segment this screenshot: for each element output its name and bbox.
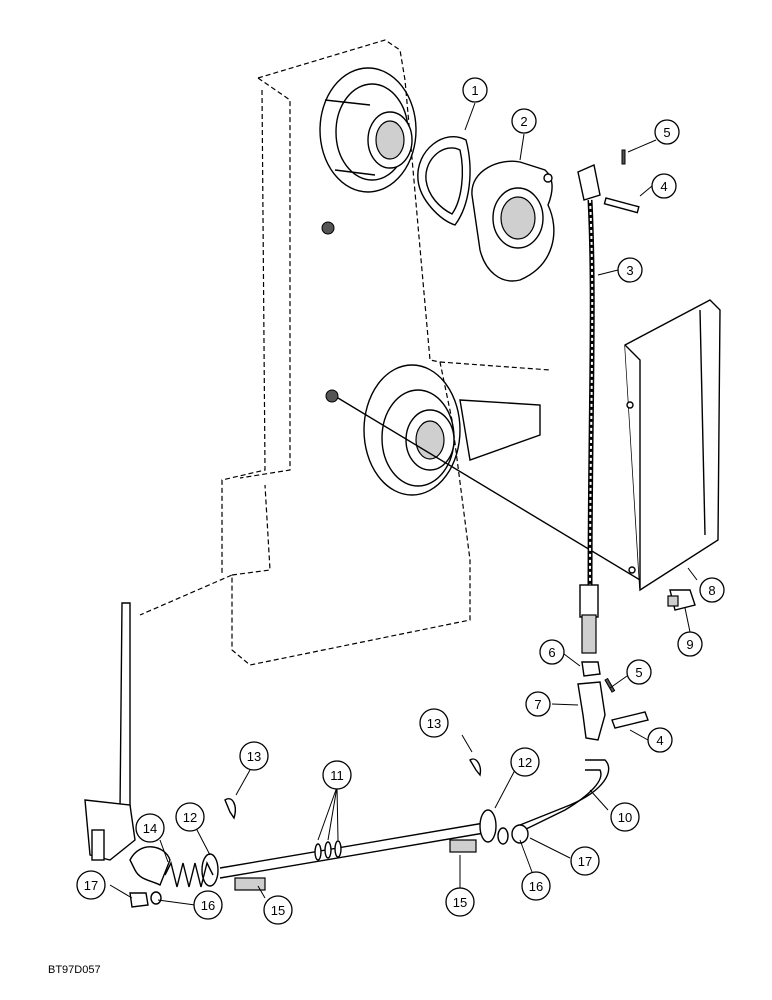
callout-6: 6: [539, 639, 565, 665]
callout-10-label: 10: [618, 810, 632, 825]
callout-17-left: 17: [76, 870, 106, 900]
part-9-bolt: [667, 589, 696, 611]
leader-lines: [109, 102, 698, 906]
left-bolt-washer-nut: [129, 877, 266, 908]
callout-8-label: 8: [708, 583, 715, 598]
callout-5-lower: 5: [626, 659, 652, 685]
lower-pivot-boss: [325, 364, 641, 581]
part-13-clips: [224, 758, 482, 820]
callout-3-label: 3: [626, 263, 633, 278]
part-10-rod: [219, 759, 610, 879]
callout-15-left-label: 15: [271, 903, 285, 918]
callout-16-left: 16: [193, 890, 223, 920]
part-6-nut: [581, 661, 601, 677]
callout-11-label: 11: [330, 768, 344, 783]
callout-4-upper: 4: [651, 173, 677, 199]
part-14-spring: [129, 846, 214, 888]
loader-frame-outline: [139, 39, 551, 666]
callout-5-upper: 5: [654, 119, 680, 145]
callout-15-right-label: 15: [453, 895, 467, 910]
callout-15-left: 15: [263, 895, 293, 925]
callout-14: 14: [135, 813, 165, 843]
callout-17-left-label: 17: [84, 878, 98, 893]
callout-12-right: 12: [510, 747, 540, 777]
callout-5-upper-label: 5: [663, 125, 670, 140]
part-7-clevis: [577, 677, 649, 741]
callout-2: 2: [511, 108, 537, 134]
callout-13-right: 13: [419, 708, 449, 738]
callout-16-right: 16: [521, 871, 551, 901]
callout-12-right-label: 12: [518, 755, 532, 770]
callout-9: 9: [677, 631, 703, 657]
callout-5-lower-label: 5: [635, 665, 642, 680]
callout-15-right: 15: [445, 887, 475, 917]
upper-pin-and-cotter: [603, 149, 640, 214]
right-bolt-washer-nut: [449, 824, 529, 853]
callout-8: 8: [699, 577, 725, 603]
callout-13-left: 13: [239, 741, 269, 771]
callout-1: 1: [462, 77, 488, 103]
part-3-cable: [577, 164, 601, 654]
callout-12-left: 12: [175, 802, 205, 832]
callout-11: 11: [322, 760, 352, 790]
callout-7: 7: [525, 691, 551, 717]
part-2-plate: [471, 160, 555, 282]
callout-12-left-label: 12: [183, 810, 197, 825]
upper-pivot-boss: [319, 67, 417, 235]
callout-6-label: 6: [548, 645, 555, 660]
callout-4-lower-label: 4: [656, 733, 663, 748]
callout-17-right: 17: [570, 846, 600, 876]
callout-2-label: 2: [520, 114, 527, 129]
callout-1-label: 1: [471, 83, 478, 98]
part-1-gasket: [417, 135, 471, 226]
callout-16-left-label: 16: [201, 898, 215, 913]
callout-13-right-label: 13: [427, 716, 441, 731]
lever-rod-and-bracket: [84, 602, 136, 861]
callout-7-label: 7: [534, 697, 541, 712]
callout-10: 10: [610, 802, 640, 832]
callout-9-label: 9: [686, 637, 693, 652]
part-11-washers: [314, 840, 342, 861]
callout-4-upper-label: 4: [660, 179, 667, 194]
part-8-channel-cover: [624, 299, 721, 592]
figure-code: BT97D057: [48, 964, 101, 976]
callout-17-right-label: 17: [578, 854, 592, 869]
callout-16-right-label: 16: [529, 879, 543, 894]
callout-4-lower: 4: [647, 727, 673, 753]
callout-13-left-label: 13: [247, 749, 261, 764]
callout-3: 3: [617, 257, 643, 283]
callout-14-label: 14: [143, 821, 157, 836]
part-12-flanges: [201, 809, 497, 887]
